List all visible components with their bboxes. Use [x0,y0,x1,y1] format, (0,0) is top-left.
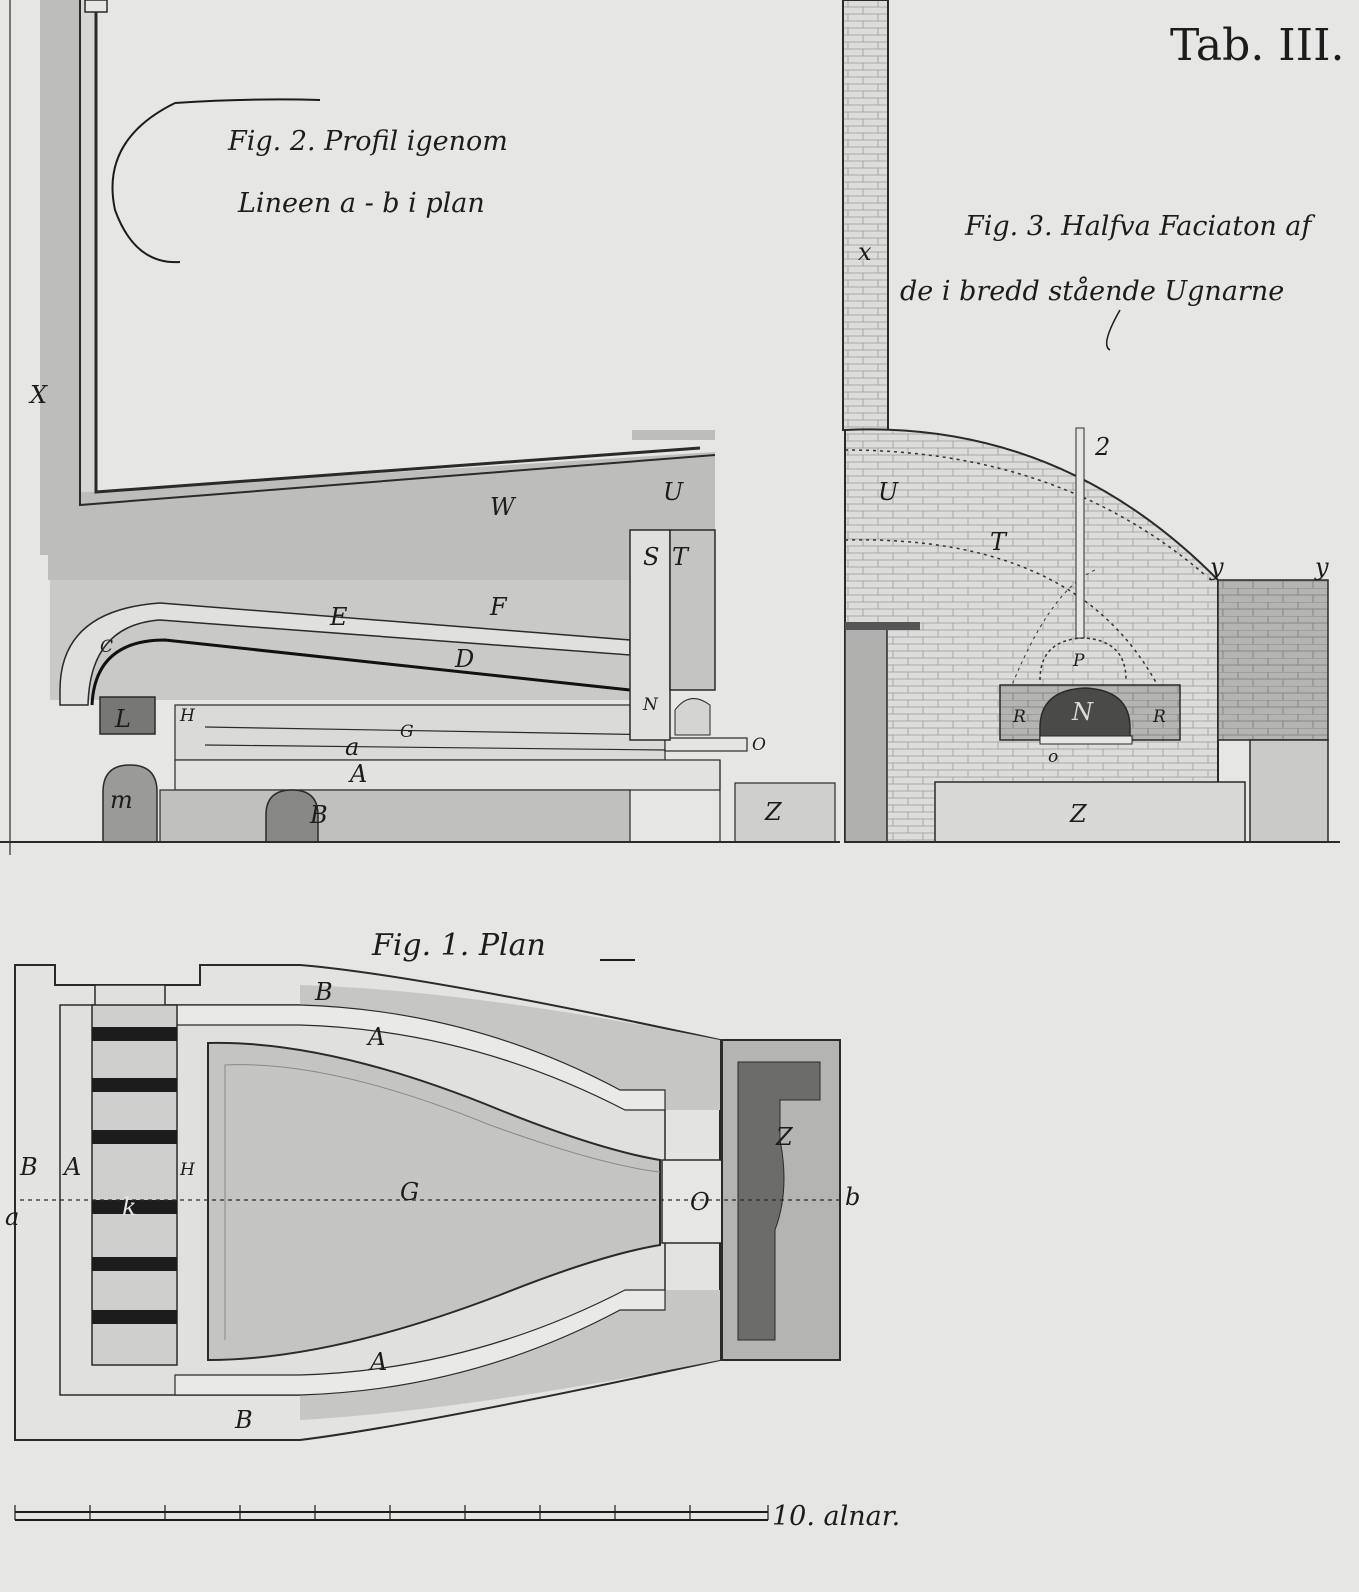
fig2-label-w: W [490,493,517,521]
fig2-profile: Fig. 2. Profil igenom Lineen a - b i pla… [0,0,840,843]
fig3-elevation: Fig. 3. Halfva Faciaton af de i bredd st… [842,0,1340,843]
fig3-caption-line1: Fig. 3. Halfva Faciaton af [964,211,1315,242]
fig3-label-x: x [858,238,872,266]
fig2-caption-line1: Fig. 2. Profil igenom [227,126,508,157]
fig3-label-u: U [878,478,899,506]
fig2-label-t: T [672,543,690,571]
fig3-label-o: o [1048,747,1058,767]
fig2-label-m: m [110,786,133,814]
scale-bar: 10. alnar. [14,1501,900,1532]
fig1-label-o: O [690,1188,710,1216]
fig3-label-n: N [1071,698,1094,726]
scale-label: 10. alnar. [772,1501,900,1532]
fig3-label-2: 2 [1094,433,1110,461]
fig1-label-b: b [845,1183,860,1211]
fig1-label-a-left: A [62,1153,81,1181]
fig1-label-a-bottom: A [368,1348,387,1376]
plate-title: Tab. III. [1170,20,1344,71]
fig1-plan: Fig. 1. Plan B A B A H k [5,928,860,1441]
fig1-label-k: k [122,1193,137,1221]
fig2-label-h: H [179,706,196,726]
fig2-caption-line2: Lineen a - b i plan [237,188,485,219]
fig3-label-y1: y [1209,553,1224,581]
fig1-label-b-top: B [314,978,333,1006]
fig2-label-u: U [663,478,684,506]
fig2-label-l: L [114,705,131,733]
fig3-label-r-left: R [1012,707,1026,727]
fig2-label-d: D [454,645,474,673]
fig2-label-e: E [329,603,348,631]
fig1-label-b-bottom: B [234,1406,253,1434]
fig1-caption: Fig. 1. Plan [371,928,546,963]
fig2-label-a: a [345,733,359,761]
fig2-label-c: C [100,637,113,657]
fig3-label-t: T [990,528,1008,556]
fig2-label-g: G [400,722,414,742]
fig1-label-a: a [5,1203,19,1231]
fig2-label-f: F [489,593,508,621]
fig3-label-z: Z [1069,800,1088,828]
fig3-caption-line2: de i bredd stående Ugnarne [900,275,1284,307]
fig2-label-x: X [28,381,48,409]
fig1-label-a-top: A [366,1023,385,1051]
fig3-label-y2: y [1314,553,1329,581]
fig1-label-h: H [179,1160,196,1180]
fig2-label-o: O [752,735,766,755]
fig1-label-g: G [400,1178,419,1206]
fig3-label-p: P [1072,651,1085,671]
fig2-label-s: S [643,543,659,571]
fig1-label-z: Z [775,1123,794,1151]
fig1-label-b-left: B [19,1153,38,1181]
fig2-label-n: N [642,695,659,715]
fig2-label-z: Z [764,798,783,826]
fig2-label-b: B [309,801,328,829]
fig3-label-r-right: R [1152,707,1166,727]
fig2-label-A: A [348,760,367,788]
